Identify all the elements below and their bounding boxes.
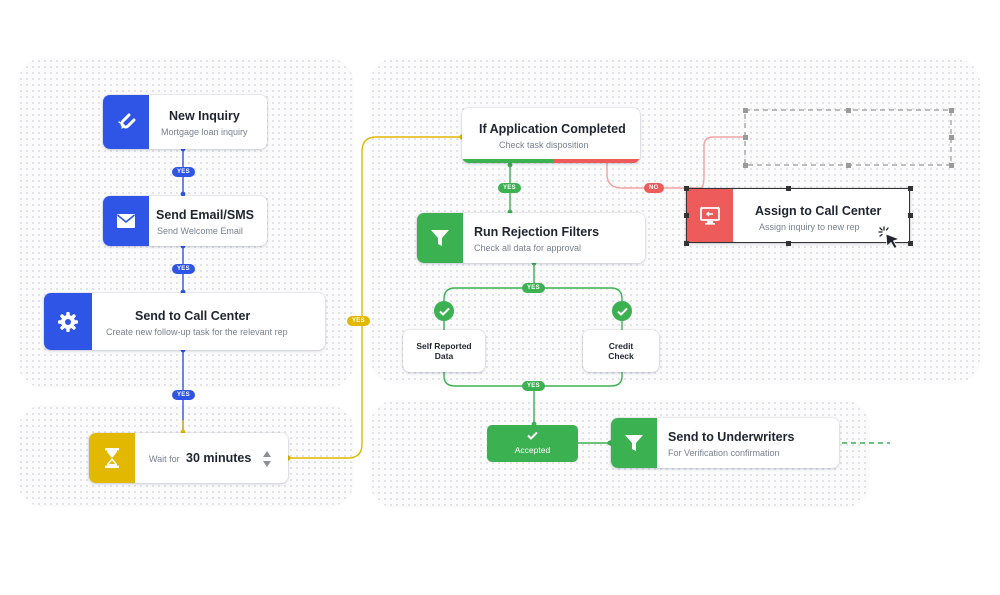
node-subtitle: Check task disposition bbox=[499, 140, 589, 150]
yes-badge: YES bbox=[522, 283, 545, 293]
yes-badge: YES bbox=[172, 264, 195, 274]
node-rejection-filters[interactable]: Run Rejection Filters Check all data for… bbox=[417, 213, 645, 263]
monitor-icon bbox=[687, 189, 733, 242]
duration-stepper[interactable] bbox=[262, 449, 272, 469]
resize-handle[interactable] bbox=[684, 213, 689, 218]
accepted-label: Accepted bbox=[514, 445, 551, 455]
placeholder-handle[interactable] bbox=[949, 135, 954, 140]
wait-prefix: Wait for bbox=[149, 454, 180, 464]
node-title: New Inquiry bbox=[169, 109, 240, 123]
envelope-icon bbox=[103, 196, 149, 246]
node-title: If Application Completed bbox=[479, 122, 626, 136]
check-icon bbox=[612, 301, 632, 321]
node-title: Send to Call Center bbox=[135, 309, 251, 323]
node-subtitle: Assign inquiry to new rep bbox=[759, 222, 860, 232]
node-credit-check[interactable]: Credit Check bbox=[583, 330, 659, 372]
branch-bar-no bbox=[553, 159, 640, 163]
cursor-icon bbox=[878, 226, 901, 250]
node-assign-call-center[interactable]: Assign to Call Center Assign inquiry to … bbox=[686, 188, 910, 243]
node-title: Send to Underwriters bbox=[668, 430, 795, 444]
node-if-completed[interactable]: If Application Completed Check task disp… bbox=[462, 108, 640, 163]
branch-bar-yes bbox=[462, 159, 553, 163]
resize-handle[interactable] bbox=[786, 241, 791, 246]
wait-duration[interactable]: 30 minutes bbox=[186, 451, 252, 465]
check-icon bbox=[434, 301, 454, 321]
node-send-call-center[interactable]: Send to Call Center Create new follow-up… bbox=[44, 293, 325, 350]
yes-badge: YES bbox=[172, 167, 195, 177]
node-subtitle: Send Welcome Email bbox=[157, 226, 243, 236]
yes-badge: YES bbox=[347, 316, 370, 326]
placeholder-handle[interactable] bbox=[743, 163, 748, 168]
node-subtitle: Check all data for approval bbox=[474, 243, 582, 253]
resize-handle[interactable] bbox=[908, 213, 913, 218]
node-new-inquiry[interactable]: New Inquiry Mortgage loan inquiry bbox=[103, 95, 267, 149]
node-title: Assign to Call Center bbox=[755, 204, 882, 218]
placeholder-handle[interactable] bbox=[846, 163, 851, 168]
hourglass-icon bbox=[89, 433, 135, 483]
resize-handle[interactable] bbox=[786, 186, 791, 191]
yes-badge: YES bbox=[522, 381, 545, 391]
node-wait[interactable]: Wait for 30 minutes bbox=[89, 433, 288, 483]
yes-badge: YES bbox=[172, 390, 195, 400]
funnel-icon bbox=[417, 213, 463, 263]
node-subtitle: Create new follow-up task for the releva… bbox=[106, 327, 288, 337]
placeholder-handle[interactable] bbox=[743, 135, 748, 140]
node-subtitle: Mortgage loan inquiry bbox=[161, 127, 248, 137]
resize-handle[interactable] bbox=[908, 186, 913, 191]
node-send-email[interactable]: Send Email/SMS Send Welcome Email bbox=[103, 196, 267, 246]
resize-handle[interactable] bbox=[684, 186, 689, 191]
resize-handle[interactable] bbox=[684, 241, 689, 246]
node-subtitle: For Verification confirmation bbox=[668, 448, 780, 458]
node-title: Send Email/SMS bbox=[156, 208, 254, 222]
placeholder-handle[interactable] bbox=[846, 108, 851, 113]
placeholder-handle[interactable] bbox=[949, 108, 954, 113]
node-send-underwriters[interactable]: Send to Underwriters For Verification co… bbox=[611, 418, 839, 468]
funnel-icon bbox=[611, 418, 657, 468]
resize-handle[interactable] bbox=[908, 241, 913, 246]
node-title: Run Rejection Filters bbox=[474, 225, 600, 239]
yes-badge: YES bbox=[498, 183, 521, 193]
left-lower-panel bbox=[18, 405, 354, 507]
placeholder-handle[interactable] bbox=[743, 108, 748, 113]
node-self-reported[interactable]: Self Reported Data bbox=[403, 330, 485, 372]
placeholder-handle[interactable] bbox=[949, 163, 954, 168]
magnet-icon bbox=[103, 95, 149, 149]
gear-icon bbox=[44, 293, 92, 350]
node-accepted[interactable]: Accepted bbox=[487, 425, 578, 462]
no-badge: NO bbox=[644, 183, 664, 193]
check-icon bbox=[527, 431, 538, 440]
